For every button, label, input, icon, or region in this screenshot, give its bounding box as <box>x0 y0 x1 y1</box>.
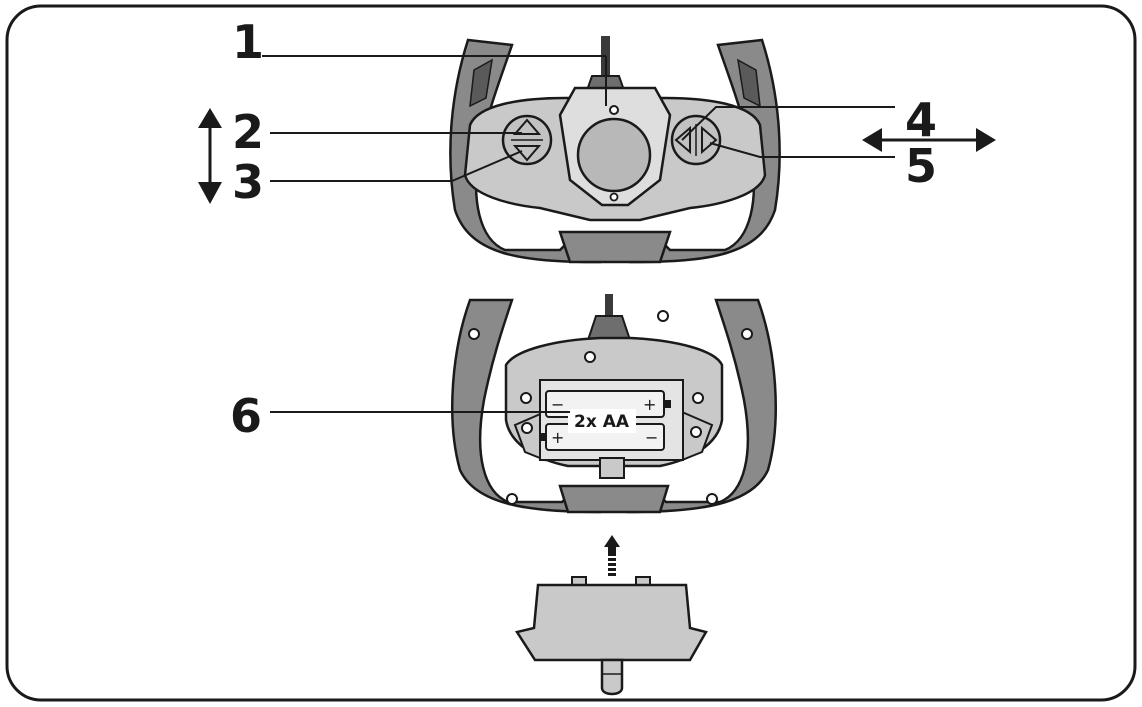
steering-knob <box>576 117 652 193</box>
leader-line-3 <box>270 150 523 182</box>
callout-5: 5 <box>905 139 937 193</box>
leader-line-4 <box>681 106 895 141</box>
leader-line-5 <box>709 142 895 158</box>
callout-4: 4 <box>905 93 937 147</box>
up-down-arrow-icon <box>198 108 222 204</box>
callout-2: 2 <box>232 105 264 159</box>
battery-terminal-bottom <box>539 433 546 441</box>
battery-terminal-top <box>664 400 671 408</box>
left-right-button <box>670 114 722 166</box>
back-bottom-bar <box>558 484 670 514</box>
screw-icon <box>468 310 753 505</box>
battery-plus-bottom: + <box>551 428 564 447</box>
cover-body <box>514 583 708 662</box>
bottom-led <box>609 192 619 202</box>
wheel-bottom-bar <box>558 230 672 264</box>
controller-front-view <box>449 36 781 264</box>
back-antenna <box>605 294 613 316</box>
grip-inset-right <box>737 58 761 108</box>
battery-label-bg <box>568 409 636 433</box>
battery-latch <box>599 457 625 479</box>
battery-cover <box>514 576 708 696</box>
left-right-arrow-icon <box>862 128 996 152</box>
battery-plus-top: + <box>643 395 656 414</box>
callout-1: 1 <box>232 15 264 69</box>
grip-inset-left <box>469 58 493 108</box>
battery-minus-top: − <box>551 395 564 414</box>
battery-label: 2x AA <box>574 412 630 432</box>
battery-minus-bottom: − <box>645 428 658 447</box>
callout-6: 6 <box>230 389 262 443</box>
cover-latch <box>600 658 624 696</box>
forward-backward-button <box>501 114 553 166</box>
power-led <box>609 105 619 115</box>
back-antenna-base <box>586 315 632 341</box>
controller-back-view: − + + − 2x AA <box>451 294 777 514</box>
callout-3: 3 <box>232 155 264 209</box>
insert-arrow-icon <box>604 535 620 576</box>
